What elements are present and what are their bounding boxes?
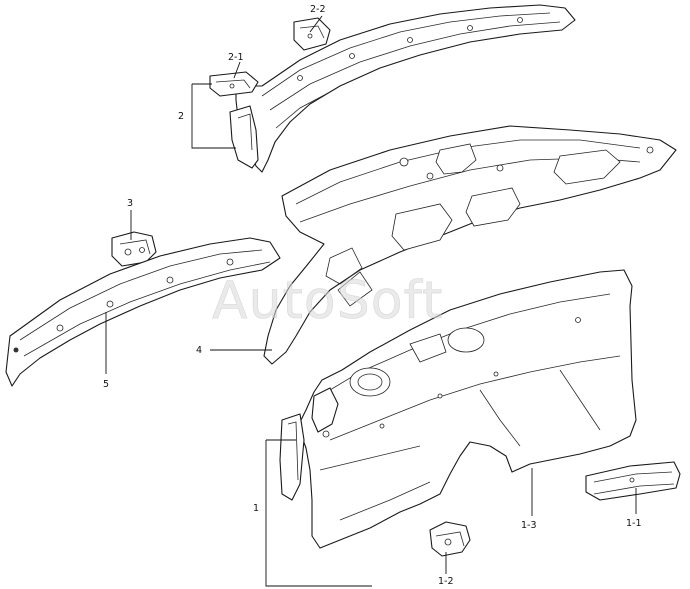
part-2-cowl-upper-rail — [229, 4, 576, 173]
part-4-cowl-panel — [263, 125, 677, 365]
callout-3: 3 — [127, 198, 133, 209]
part-1-1-reinforcement — [585, 461, 681, 501]
callout-1-2: 1-2 — [438, 576, 454, 587]
callout-2-1: 2-1 — [228, 52, 244, 63]
leader-lines — [105, 15, 637, 587]
callout-1-1: 1-1 — [626, 518, 642, 529]
part-1-dash-panel — [279, 269, 637, 549]
watermark-text: AutoSoft — [212, 271, 443, 331]
part-3-bracket — [111, 231, 157, 267]
callout-1-3: 1-3 — [521, 520, 537, 531]
callout-1: 1 — [253, 503, 259, 514]
part-5-cross-member — [5, 237, 281, 387]
part-2-2-bracket — [293, 17, 331, 51]
callout-5: 5 — [103, 379, 109, 390]
callout-2: 2 — [178, 111, 184, 122]
callout-4: 4 — [196, 345, 202, 356]
part-1-2-clip — [429, 521, 471, 557]
callout-2-2: 2-2 — [310, 4, 326, 15]
part-2-1-bracket — [209, 71, 259, 97]
